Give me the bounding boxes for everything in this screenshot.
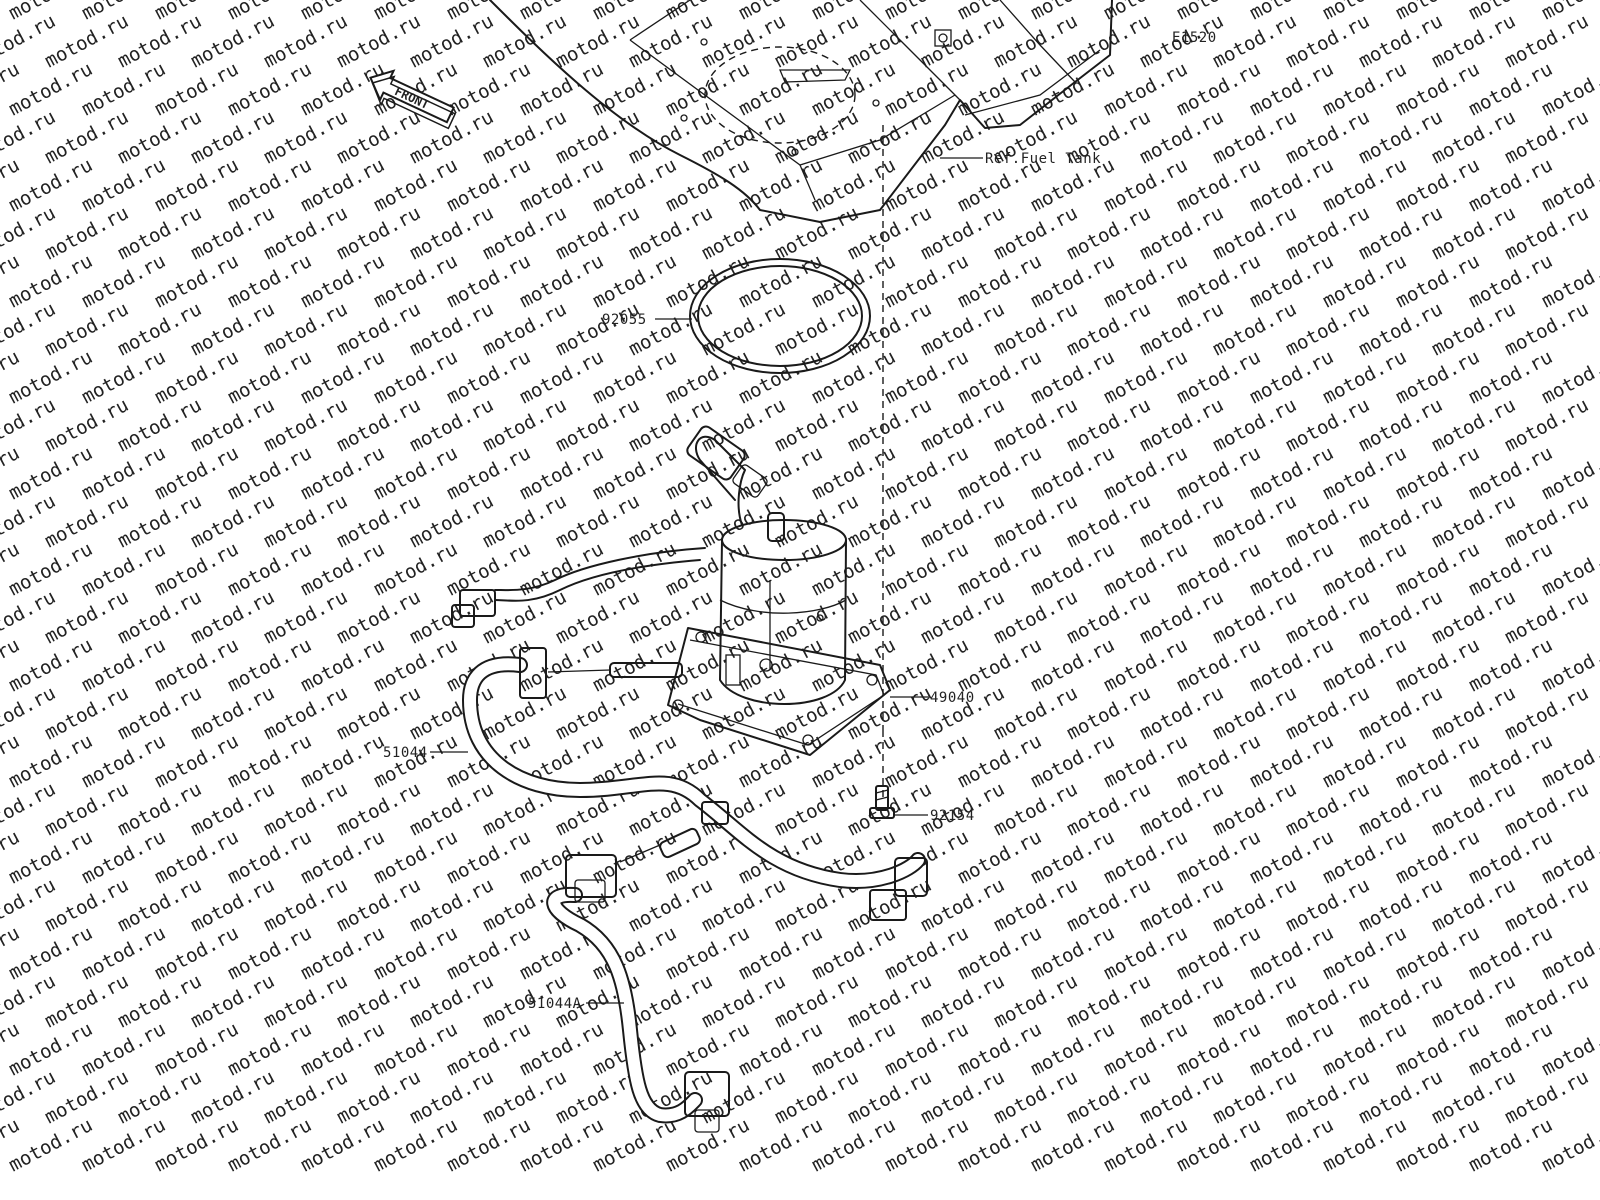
o-ring-callout: 92055 [602,312,647,328]
fuel-hose [462,647,928,921]
figure-code: E1520 [1172,30,1217,46]
fuel-hose-a [546,854,730,1133]
hose-callout: 51044 [383,745,428,761]
hose-a-callout: 51044A [528,996,582,1012]
wire-harness [451,547,706,628]
reference-label: Ref.Fuel Tank [985,151,1101,167]
hose-joint [619,827,701,863]
fuel-tank-reference [489,0,1113,223]
pump-callout: 49040 [930,690,975,706]
fuel-pump [609,425,891,756]
o-ring [689,258,871,374]
bolt [869,785,895,819]
bolt-callout: 92154 [930,808,975,824]
